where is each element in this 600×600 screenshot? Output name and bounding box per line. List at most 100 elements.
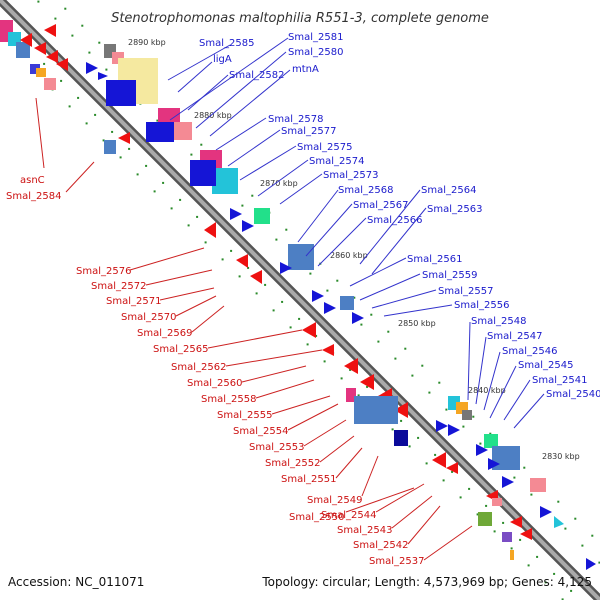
tick-mark <box>425 462 428 465</box>
accession: Accession: NC_011071 <box>8 575 144 589</box>
gene-label: Smal_2552 <box>265 458 320 469</box>
gene-block <box>510 550 514 560</box>
tick-mark <box>111 130 114 133</box>
tick-mark <box>238 275 241 278</box>
tick-mark <box>598 561 600 564</box>
gene-label: Smal_2563 <box>427 204 482 215</box>
tick-mark <box>366 385 369 388</box>
tick-mark <box>353 296 356 299</box>
gene-block <box>212 168 238 194</box>
tick-mark <box>360 323 363 326</box>
tick-mark <box>162 181 165 184</box>
gene-arrow <box>118 132 130 144</box>
gene-label: Smal_2550 <box>289 512 344 523</box>
forward-labels: Smal_2585 ligA Smal_2582 Smal_2581 Smal_… <box>167 32 600 429</box>
gene-arrow <box>488 458 500 470</box>
gene-arrow <box>520 528 532 540</box>
gene-label: Smal_2572 <box>91 281 146 292</box>
gene-label: Smal_2546 <box>502 346 557 357</box>
tick-mark <box>391 428 394 431</box>
gene-block <box>530 478 546 492</box>
tick-mark <box>43 62 46 65</box>
gene-arrow <box>236 254 248 268</box>
kbp-marker: 2880 kbp <box>194 111 232 120</box>
tick-mark <box>581 544 584 547</box>
gene-label: asnC <box>20 175 45 186</box>
tick-mark <box>564 527 567 530</box>
tick-mark <box>309 272 312 275</box>
gene-label: Smal_2576 <box>76 266 131 277</box>
gene-label: Smal_2581 <box>288 32 343 43</box>
tick-mark <box>136 173 139 176</box>
gene-arrow <box>586 558 596 570</box>
tick-mark <box>37 0 40 3</box>
tick-mark <box>421 364 424 367</box>
gene-label: Smal_2545 <box>518 360 573 371</box>
gene-arrow <box>250 270 262 284</box>
tick-mark <box>527 564 530 567</box>
gene-arrow <box>510 516 522 528</box>
gene-block <box>492 498 502 506</box>
gene-label: Smal_2580 <box>288 47 343 58</box>
tick-mark <box>523 466 526 469</box>
tick-mark <box>88 51 91 54</box>
gene-block <box>190 160 216 186</box>
tick-mark <box>408 445 411 448</box>
gene-block <box>254 208 270 224</box>
gene-block <box>502 532 512 542</box>
tick-mark <box>438 381 441 384</box>
gene-arrow <box>204 222 216 238</box>
gene-label: Smal_2558 <box>201 394 256 405</box>
gene-label: Smal_2578 <box>268 114 323 125</box>
tick-mark <box>428 391 431 394</box>
gene-block <box>394 430 408 446</box>
gene-arrow <box>20 33 32 47</box>
gene-arrow <box>56 58 68 71</box>
gene-label: Smal_2559 <box>422 270 477 281</box>
gene-label: Smal_2554 <box>233 426 288 437</box>
gene-label: Smal_2551 <box>281 474 336 485</box>
tick-mark <box>187 224 190 227</box>
gene-arrow <box>86 62 98 74</box>
topology-info: Topology: circular; Length: 4,573,969 bp… <box>261 575 592 589</box>
kbp-marker: 2890 kbp <box>128 38 166 47</box>
tick-mark <box>85 122 88 125</box>
gene-label: Smal_2564 <box>421 185 476 196</box>
gene-label: Smal_2565 <box>153 344 208 355</box>
gene-label: Smal_2582 <box>229 70 284 81</box>
gene-arrow <box>280 262 292 274</box>
tick-mark <box>98 41 101 44</box>
gene-arrow <box>230 208 242 220</box>
gene-label: Smal_2562 <box>171 362 226 373</box>
gene-block <box>16 42 30 58</box>
gene-arrow <box>554 516 564 528</box>
tick-mark <box>468 487 471 490</box>
tick-mark <box>298 317 301 320</box>
tick-mark <box>442 479 445 482</box>
tick-mark <box>519 538 522 541</box>
gene-arrow <box>46 50 58 63</box>
tick-mark <box>264 283 267 286</box>
kbp-marker: 2840 kbp <box>468 386 506 395</box>
tick-mark <box>544 581 547 584</box>
tick-mark <box>493 530 496 533</box>
tick-mark <box>377 340 380 343</box>
tick-mark <box>349 368 352 371</box>
gene-block <box>346 388 356 402</box>
tick-mark <box>502 521 505 524</box>
tick-mark <box>315 334 318 337</box>
gene-block <box>30 64 40 74</box>
tick-mark <box>479 442 482 445</box>
gene-arrow <box>436 420 448 432</box>
tick-mark <box>370 313 373 316</box>
tick-mark <box>94 113 97 116</box>
tick-mark <box>557 500 560 503</box>
tick-mark <box>272 309 275 312</box>
gene-label: Smal_2569 <box>137 328 192 339</box>
gene-label: Smal_2574 <box>309 156 364 167</box>
gene-block <box>104 140 116 154</box>
kbp-marker: 2830 kbp <box>542 452 580 461</box>
tick-mark <box>510 547 513 550</box>
